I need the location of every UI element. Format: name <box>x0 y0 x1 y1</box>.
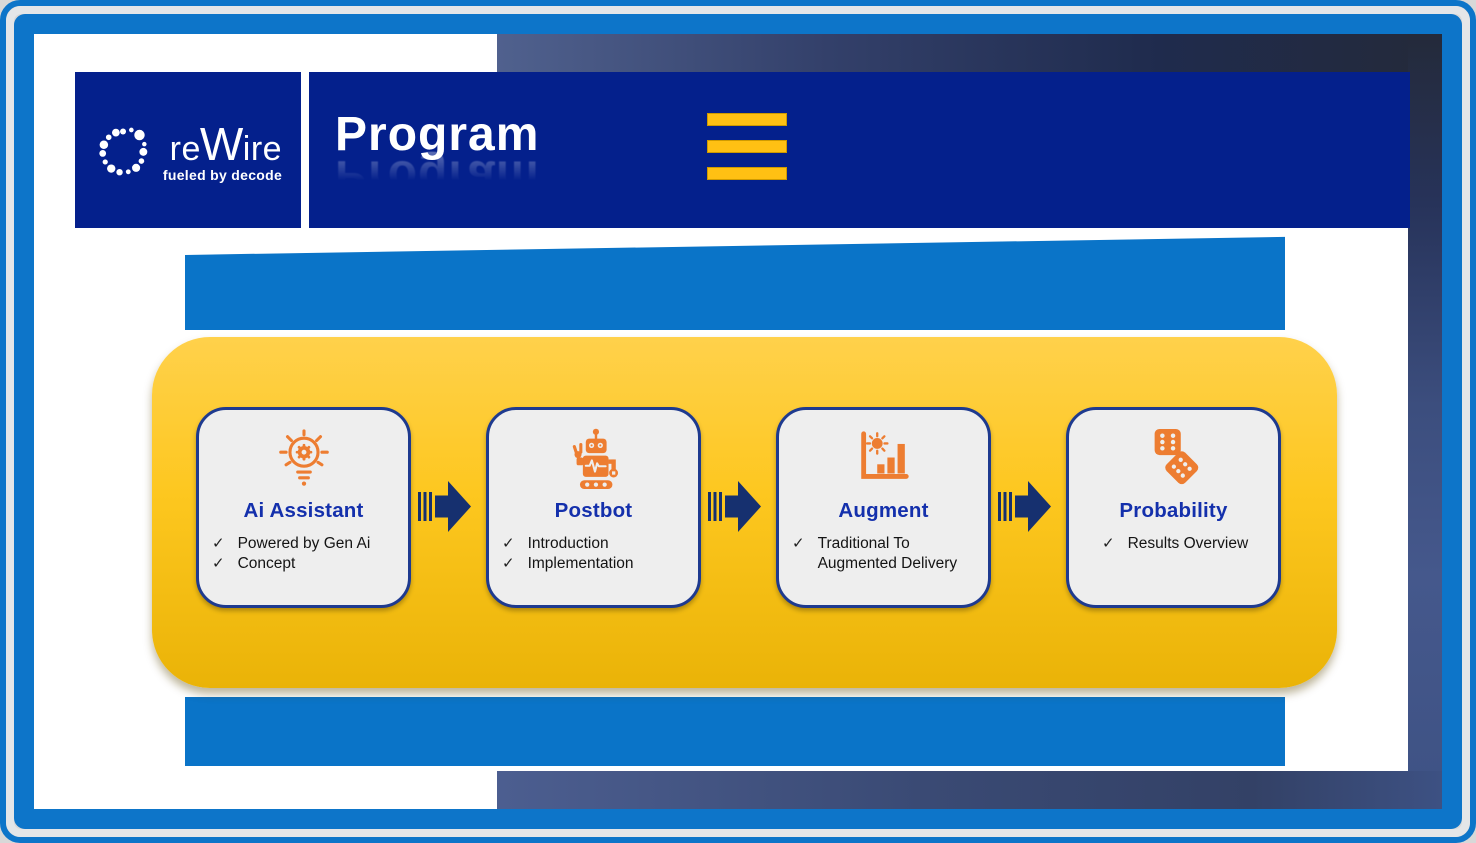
hamburger-bar <box>707 140 787 153</box>
list-item: ✓ Concept <box>212 554 400 574</box>
robot-icon <box>563 423 625 493</box>
arrow-right-icon <box>708 478 762 535</box>
rewire-dot-ring-icon <box>94 117 154 184</box>
accent-band-top <box>185 236 1285 330</box>
list-item-text: Powered by Gen Ai <box>237 535 371 552</box>
dice-icon <box>1143 423 1205 493</box>
list-item-text: Introduction <box>527 535 609 552</box>
brand-wordmark: re W ire fueled by decode <box>163 117 282 183</box>
page-title: Program <box>335 108 540 161</box>
check-icon: ✓ <box>212 555 225 573</box>
accent-band-bottom <box>185 697 1285 766</box>
step-card-augment: Augment ✓ Traditional To Augmented Deliv… <box>776 407 991 608</box>
step-item-list: ✓ Traditional To Augmented Delivery <box>779 534 988 575</box>
list-item: ✓ Introduction <box>502 534 690 554</box>
frame-mid-border <box>6 6 1470 837</box>
step-card-ai-assistant: Ai Assistant ✓ Powered by Gen Ai ✓ Conce… <box>196 407 411 608</box>
hamburger-bar <box>707 167 787 180</box>
list-item: ✓ Traditional To Augmented Delivery <box>792 534 980 575</box>
step-item-list: ✓ Powered by Gen Ai ✓ Concept <box>199 534 408 575</box>
arrow-right-icon <box>998 478 1052 535</box>
hamburger-menu-icon[interactable] <box>707 113 787 180</box>
page-title-reflection: Program <box>335 150 540 204</box>
brand-name: re W ire <box>169 118 283 170</box>
step-title: Postbot <box>554 499 633 522</box>
step-title: Ai Assistant <box>243 499 364 522</box>
check-icon: ✓ <box>1102 535 1115 552</box>
page-title-block: Program Program <box>335 108 540 204</box>
step-item-list: ✓ Introduction ✓ Implementation <box>489 534 698 575</box>
check-icon: ✓ <box>502 555 515 573</box>
arrow-right-icon <box>418 478 472 535</box>
check-icon: ✓ <box>212 535 225 552</box>
lightbulb-gear-icon <box>273 423 335 493</box>
check-icon: ✓ <box>502 535 515 552</box>
step-item-list: ✓ Results Overview <box>1069 534 1278 554</box>
backdrop-band-bottom <box>497 771 1442 809</box>
list-item-text: Implementation <box>527 555 634 573</box>
list-item: ✓ Powered by Gen Ai <box>212 534 400 554</box>
list-item: ✓ Results Overview <box>1102 534 1270 554</box>
header-bar: Program Program <box>309 72 1410 228</box>
list-item: ✓ Implementation <box>502 554 690 574</box>
backdrop-band-right <box>1408 34 1442 809</box>
list-item-text: Concept <box>237 555 296 573</box>
brand-logo: re W ire fueled by decode <box>75 72 301 228</box>
list-item-text: Traditional To Augmented Delivery <box>817 535 958 573</box>
step-card-postbot: Postbot ✓ Introduction ✓ Implementation <box>486 407 701 608</box>
list-item-text: Results Overview <box>1127 535 1249 552</box>
step-card-probability: Probability ✓ Results Overview <box>1066 407 1281 608</box>
step-title: Probability <box>1119 499 1228 522</box>
augmented-chart-icon <box>853 423 915 493</box>
hamburger-bar <box>707 113 787 126</box>
check-icon: ✓ <box>792 535 805 552</box>
step-title: Augment <box>838 499 929 522</box>
brand-tagline: fueled by decode <box>162 167 283 183</box>
backdrop-band-top <box>497 34 1442 72</box>
